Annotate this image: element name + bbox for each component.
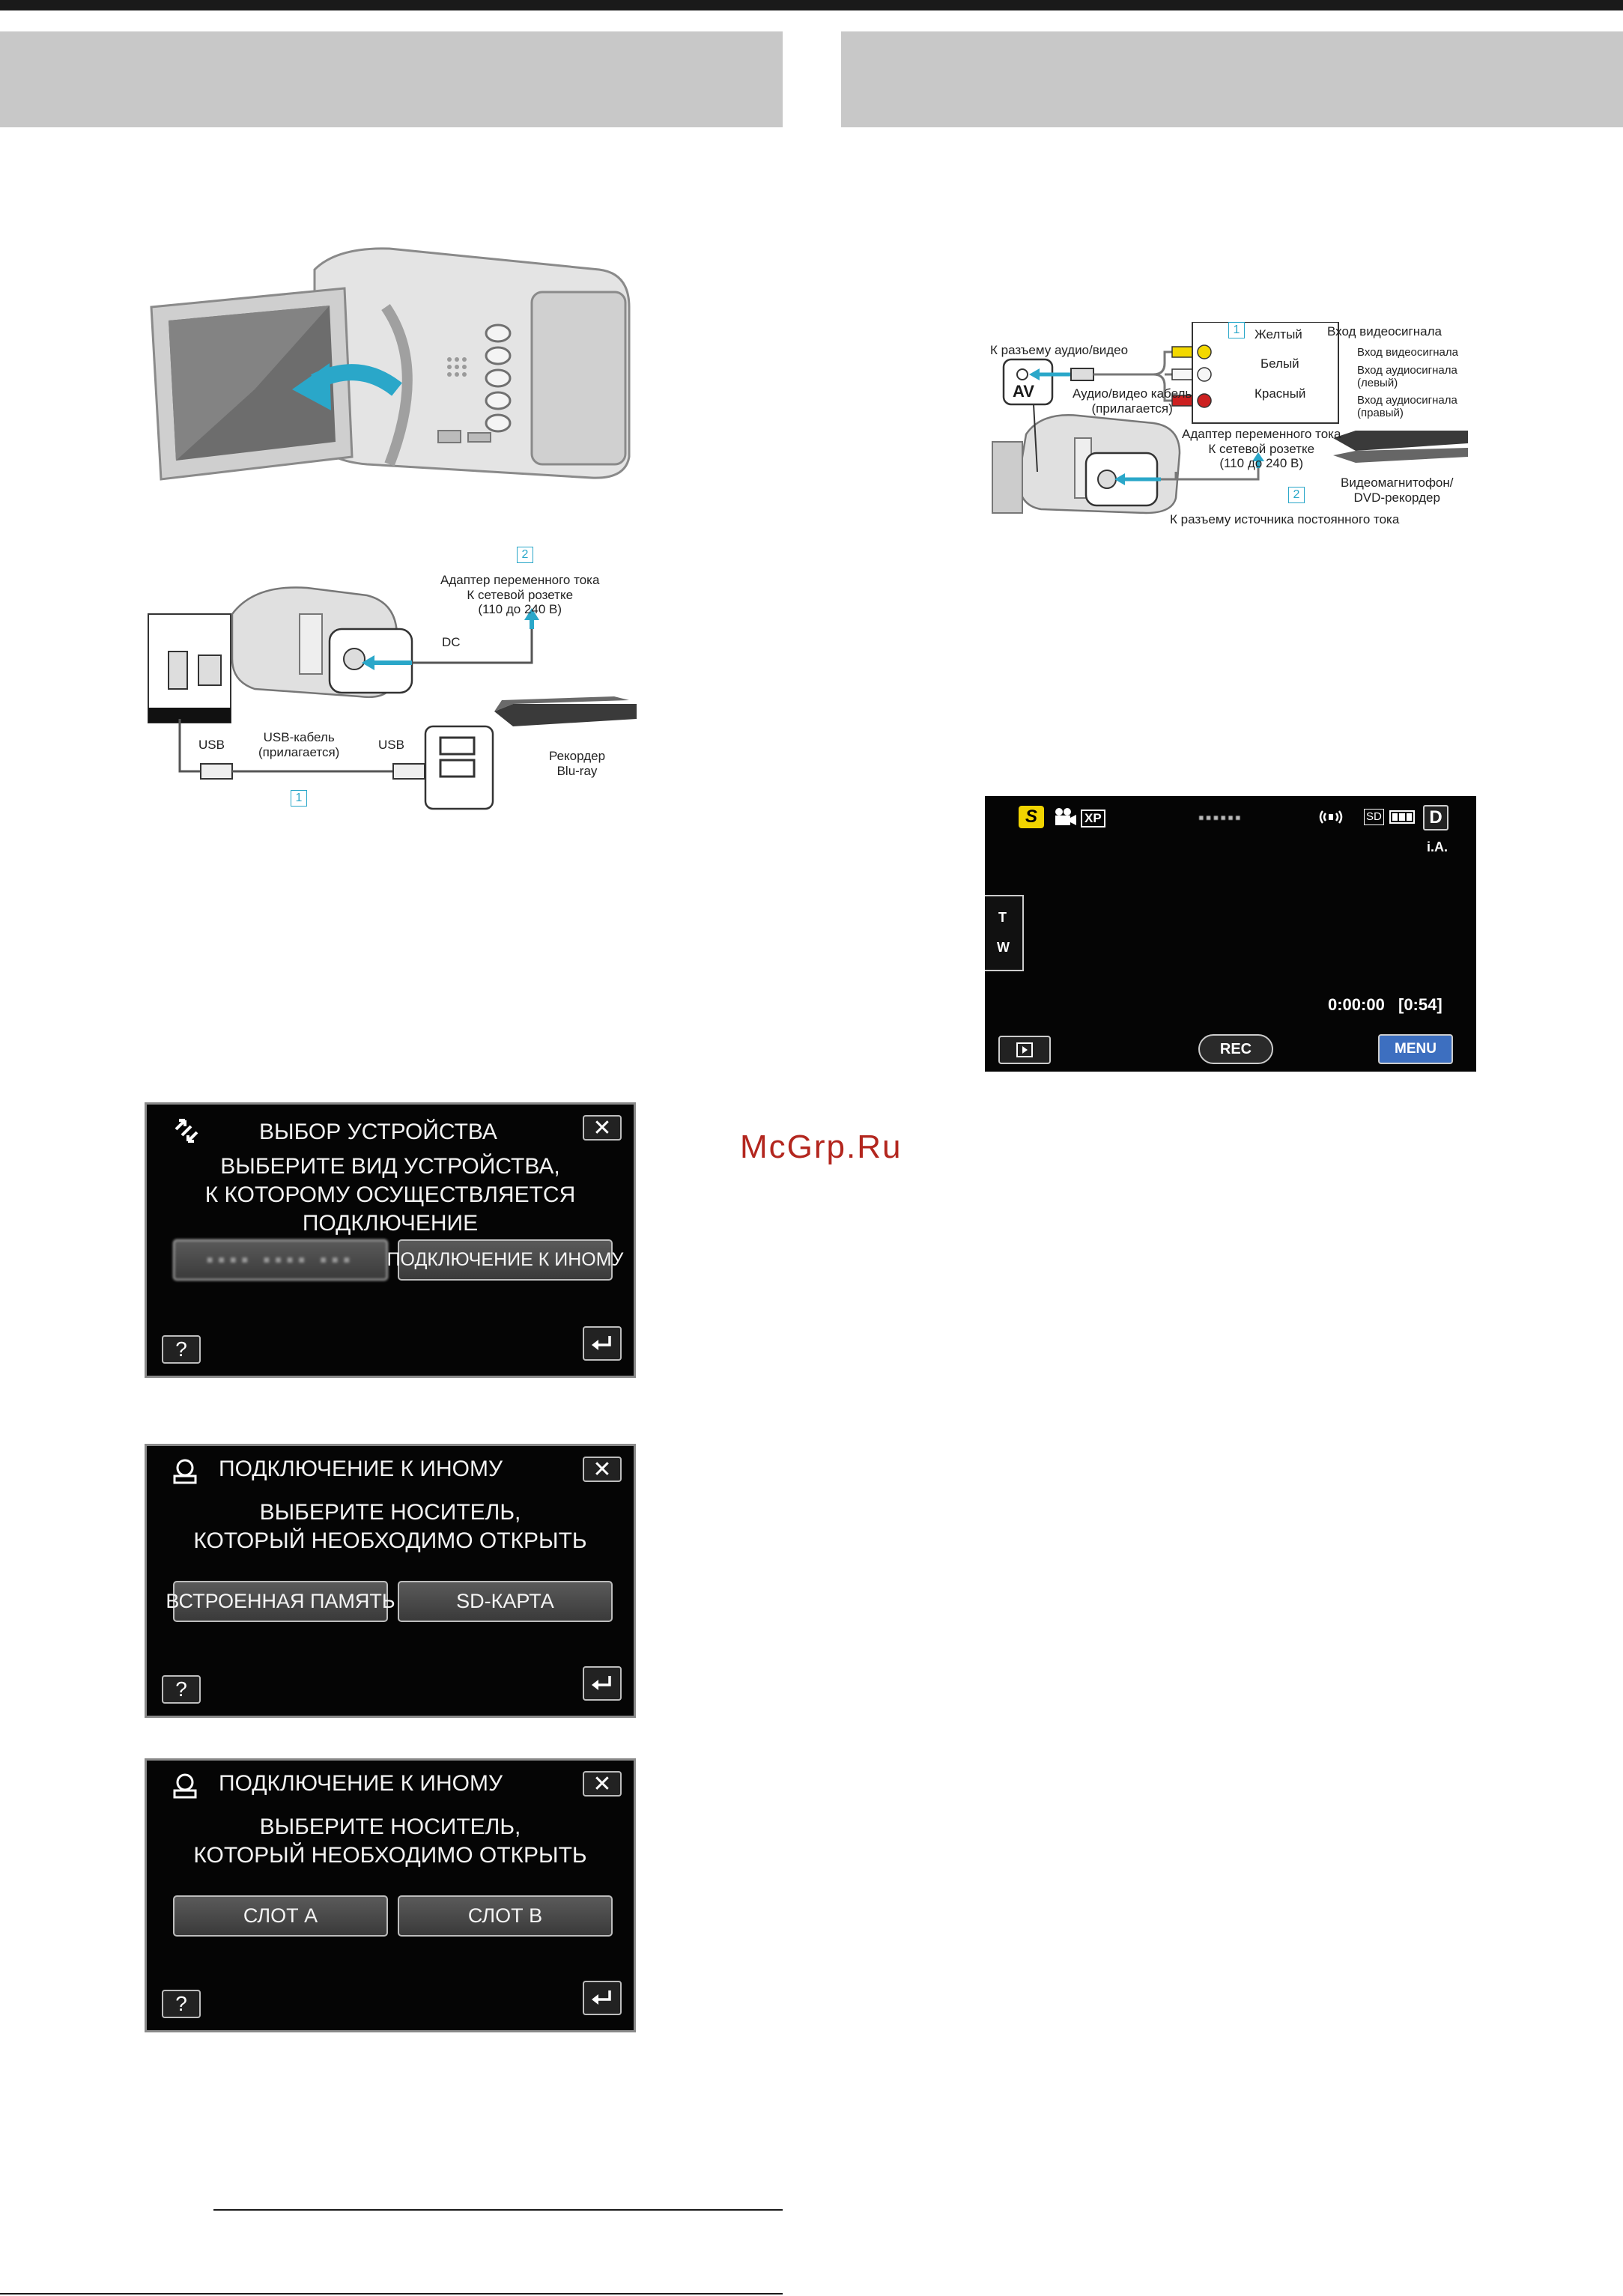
close-button[interactable]: ✕ [583,1457,622,1482]
adapter-step-2-badge: 2 [517,547,533,563]
av-label: AV [1013,382,1034,401]
usb-step-1-badge: 1 [291,790,307,807]
screen-message: ВЫБЕРИТЕ ВИД УСТРОЙСТВА, К КОТОРОМУ ОСУЩ… [204,1154,576,1236]
usb-connection-diagram [148,586,637,810]
internal-memory-button[interactable]: ВСТРОЕННАЯ ПАМЯТЬ [166,1581,395,1622]
vcr-dvd-recorder-label: Видеомагнитофон/ DVD-рекордер [1341,476,1454,505]
back-button[interactable] [583,1981,622,2015]
video-camera-icon [1052,807,1078,827]
white-label: Белый [1261,356,1299,371]
section-header-left [0,31,783,127]
battery-icon [1389,810,1415,824]
av-cable-label: Аудио/видео кабель (прилагается) [1073,386,1192,416]
footnote-rule [213,2209,783,2211]
elapsed-time: 0:00:00 [1328,995,1385,1014]
av-step-2-badge: 2 [1288,487,1305,503]
d-button[interactable]: D [1423,805,1448,830]
adapter-label: Адаптер переменного тока К сетевой розет… [440,573,600,617]
remaining-time: [0:54] [1398,995,1443,1014]
rec-button[interactable]: REC [1198,1034,1273,1064]
screen-message: ВЫБЕРИТЕ НОСИТЕЛЬ, КОТОРЫЙ НЕОБХОДИМО ОТ… [193,1500,587,1554]
dc-jack-label: К разъему источника постоянного тока [1170,512,1400,526]
usb-right-label: USB [378,738,404,752]
recorder-icon [168,1768,202,1803]
section-header-right [841,31,1623,127]
close-button[interactable]: ✕ [583,1115,622,1141]
yellow-label: Желтый [1255,327,1302,341]
slot-a-button[interactable]: СЛОТ A [173,1895,388,1937]
shooting-mode-s-icon[interactable]: S [1019,806,1044,828]
help-button[interactable]: ? [162,1675,201,1704]
recording-screen: S XP ▪▪▪▪▪▪ SD D i.A. T W 0:00:00 [0:54]… [985,796,1476,1072]
sd-media-badge: SD [1364,809,1384,825]
av-jack-label: К разъему аудио/видео [990,343,1129,357]
playback-button[interactable] [998,1036,1051,1064]
blu-ray-option-button[interactable]: ▪▪▪▪ ▪▪▪▪ ▪▪▪ [173,1239,388,1281]
video-input-header: Вход видеосигнала [1327,324,1442,338]
close-button[interactable]: ✕ [583,1771,622,1797]
recorder-icon [168,1454,202,1488]
return-arrow-icon [592,1990,611,2005]
quality-badge: XP [1081,810,1105,827]
usb-cable-label: USB-кабель (прилагается) [258,730,340,759]
camcorder-open-lcd-illustration [150,247,631,481]
audio-left-label: Вход аудиосигнала (левый) [1357,364,1457,390]
media-select-screen: ПОДКЛЮЧЕНИЕ К ИНОМУ ✕ ВЫБЕРИТЕ НОСИТЕЛЬ,… [145,1444,636,1718]
back-button[interactable] [583,1666,622,1701]
screen-title: ПОДКЛЮЧЕНИЕ К ИНОМУ [219,1457,503,1481]
intelligent-auto-label: i.A. [1427,839,1448,854]
video-input-label: Вход видеосигнала [1357,346,1458,359]
play-icon [1016,1042,1033,1057]
red-label: Красный [1255,386,1306,401]
zoom-w-label: W [997,940,1010,955]
connection-arrows-icon [169,1114,204,1148]
return-arrow-icon [592,1676,611,1690]
top-bar [0,0,1623,10]
menu-button[interactable]: MENU [1378,1034,1453,1064]
zoom-tw-control[interactable]: T W [985,895,1024,971]
blu-ray-recorder-label: Рекордер Blu-ray [549,749,606,778]
av-adapter-label: Адаптер переменного тока К сетевой розет… [1182,427,1341,471]
av-connection-diagram [992,322,1468,514]
usb-left-label: USB [198,738,225,752]
help-button[interactable]: ? [162,1335,201,1364]
slot-select-screen: ПОДКЛЮЧЕНИЕ К ИНОМУ ✕ ВЫБЕРИТЕ НОСИТЕЛЬ,… [145,1758,636,2032]
return-arrow-icon [592,1336,611,1350]
back-button[interactable] [583,1326,622,1361]
stabilizer-icon [1318,808,1344,830]
slot-b-button[interactable]: СЛОТ B [398,1895,613,1937]
screen-message: ВЫБЕРИТЕ НОСИТЕЛЬ, КОТОРЫЙ НЕОБХОДИМО ОТ… [193,1814,587,1868]
watermark: McGrp.Ru [740,1129,902,1165]
zoom-t-label: T [998,910,1007,925]
dc-label: DC [442,635,461,649]
sd-card-button[interactable]: SD-КАРТА [398,1581,613,1622]
bottom-rule [0,2293,783,2295]
help-button[interactable]: ? [162,1990,201,2018]
audio-right-label: Вход аудиосигнала (правый) [1357,394,1457,420]
screen-title: ПОДКЛЮЧЕНИЕ К ИНОМУ [219,1771,503,1796]
av-step-1-badge: 1 [1228,322,1245,338]
counter-readout: ▪▪▪▪▪▪ [1198,808,1243,827]
other-device-button[interactable]: ПОДКЛЮЧЕНИЕ К ИНОМУ [387,1239,623,1281]
screen-title: ВЫБОР УСТРОЙСТВА [259,1120,497,1144]
device-select-screen: ВЫБОР УСТРОЙСТВА ✕ ВЫБЕРИТЕ ВИД УСТРОЙСТ… [145,1102,636,1378]
